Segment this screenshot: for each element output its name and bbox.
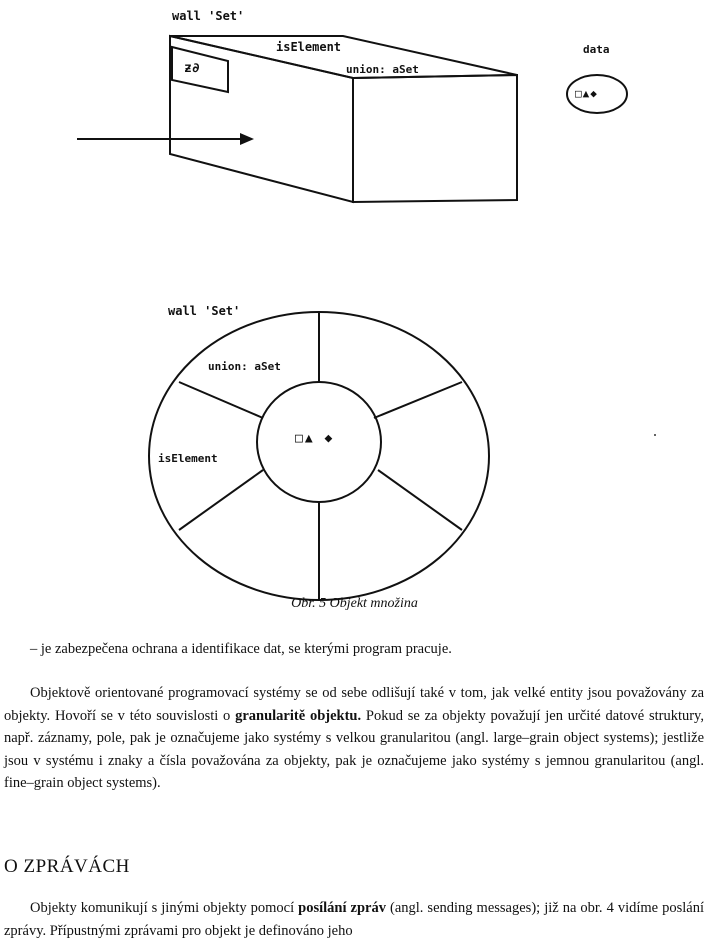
paragraph-text: Objektově orientované programovací systé… [4, 682, 704, 795]
body-paragraph-1: – je zabezpečena ochrana a identifikace … [4, 638, 704, 661]
box-wall-title: wall 'Set' [172, 9, 245, 23]
ring-divider-upper-left [178, 381, 264, 419]
data-label: data [583, 43, 610, 56]
p3-text-start: Objekty komunikují s jinými objekty pomo… [30, 900, 299, 916]
message-arrow-head [240, 133, 254, 145]
ring-divider-upper-right [373, 381, 463, 419]
paragraph-text: – je zabezpečena ochrana a identifikace … [30, 641, 452, 657]
body-paragraph-2: Objektově orientované programovací systé… [4, 682, 704, 795]
p2-text-start: Objektově orientované programovací systé… [4, 685, 704, 724]
box-iselement-label: isElement [276, 40, 342, 54]
box-front-face [352, 73, 518, 204]
set-object-diagram [77, 34, 656, 601]
ring-iselement-label: isElement [158, 452, 218, 465]
figure-area: wall 'Set' isElement union: aSet ƶ∂ data… [77, 9, 656, 601]
speck [654, 434, 656, 436]
box-wall-drawing [169, 34, 518, 204]
data-symbols: □▲◆ [575, 87, 598, 100]
figure-caption: Obr. 5 Objekt množina [291, 596, 418, 611]
granularity-term: granularitě objektu. [235, 707, 362, 724]
sending-messages-term: posílání zpráv [298, 900, 386, 916]
ring-divider-lower-left [178, 469, 264, 531]
ring-core-symbols: □▲ ◆ [295, 431, 335, 446]
data-ellipse [566, 74, 628, 114]
ring-wall-drawing [148, 311, 490, 601]
ring-divider-lower-right [377, 469, 463, 531]
body-paragraph-3: Objekty komunikují s jinými objekty pomo… [4, 897, 704, 942]
p2-text-end: Pokud se za objekty považují jen určité … [4, 707, 704, 792]
box-union-label: union: aSet [346, 63, 419, 76]
box-top-face [169, 35, 518, 80]
ring-union-label: union: aSet [208, 360, 281, 373]
box-panel-label: ƶ∂ [184, 61, 200, 76]
section-heading: O ZPRÁVÁCH [4, 856, 130, 877]
box-panel [171, 45, 229, 94]
p3-text-end: (angl. sending messages); již na obr. 4 … [4, 900, 705, 939]
ring-wall-title: wall 'Set' [168, 304, 241, 318]
paragraph-text: Objekty komunikují s jinými objekty pomo… [4, 897, 704, 942]
